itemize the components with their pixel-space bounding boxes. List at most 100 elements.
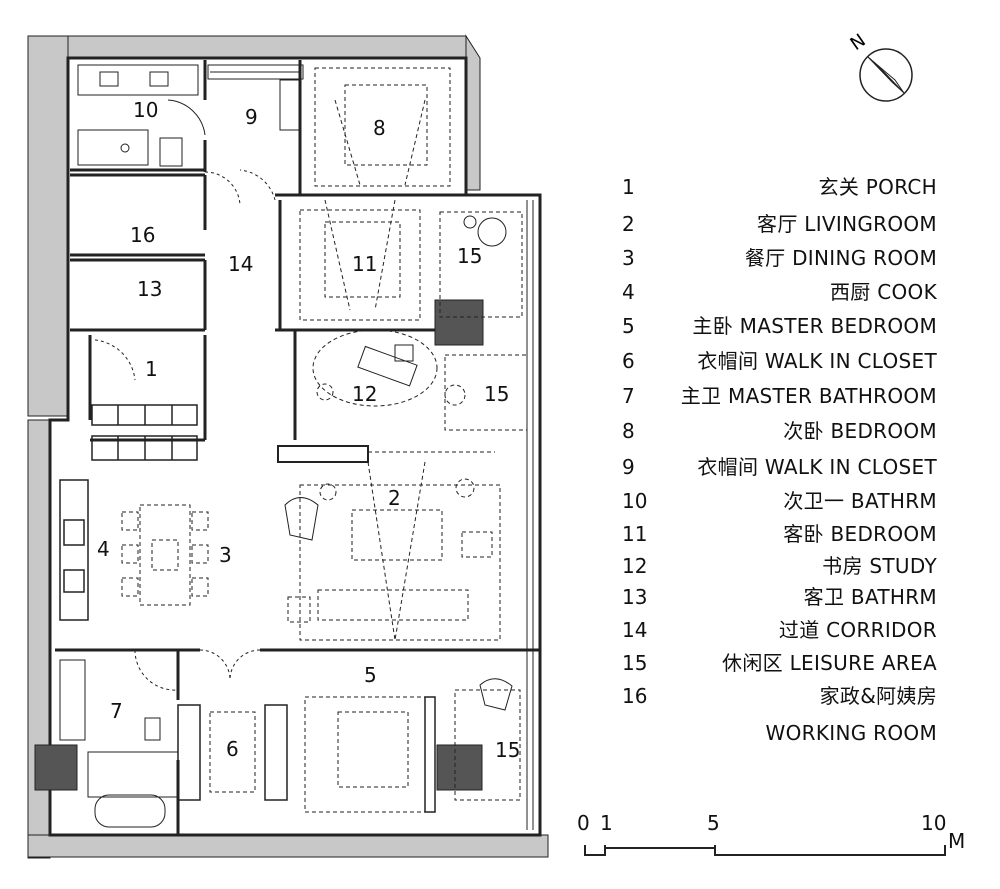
legend-number: 4 xyxy=(622,280,635,304)
porch-cabinets xyxy=(91,404,198,461)
compass-north-label: N xyxy=(847,30,870,55)
study-12-furniture xyxy=(312,329,528,431)
legend-label: 衣帽间 WALK IN CLOSET xyxy=(697,455,937,479)
legend-item: 3 餐厅 DINING ROOM xyxy=(600,243,945,273)
room-label: 8 xyxy=(373,116,386,140)
legend-item: 4 西厨 COOK xyxy=(600,277,945,307)
dining-3-table xyxy=(121,504,209,606)
legend-label: 家政&阿姨房 xyxy=(819,684,937,708)
exterior-wall-right xyxy=(465,34,481,191)
tv-cabinet xyxy=(277,445,369,463)
scale-label-0: 0 xyxy=(577,811,590,835)
legend-label: 衣帽间 WALK IN CLOSET xyxy=(697,349,937,373)
legend-label: 次卫一 BATHRM xyxy=(783,489,937,513)
legend-item: 5 主卧 MASTER BEDROOM xyxy=(600,311,945,341)
scale-label-10: 10 xyxy=(921,811,947,835)
legend-number: 7 xyxy=(622,384,635,408)
armchair xyxy=(479,678,513,711)
legend-item: 2 客厅 LIVINGROOM xyxy=(600,209,945,239)
room-label: 12 xyxy=(352,382,377,406)
legend-number: 11 xyxy=(622,522,648,546)
closet-6-shelving xyxy=(177,704,288,801)
room-label: 15 xyxy=(484,382,509,406)
legend-number: 14 xyxy=(622,618,648,642)
closet-9-shelving xyxy=(207,64,304,131)
legend-label: 主卫 MASTER BATHROOM xyxy=(680,384,937,408)
room-label: 13 xyxy=(137,277,162,301)
room-label: 4 xyxy=(97,537,110,561)
exterior-wall-bottom xyxy=(27,834,549,858)
study-desk xyxy=(357,344,418,387)
exterior-wall-left-lower xyxy=(27,419,51,859)
scale-unit: M xyxy=(948,829,966,853)
legend-number: 1 xyxy=(622,175,635,199)
column xyxy=(34,744,78,791)
room-label: 9 xyxy=(245,105,258,129)
room-label: 14 xyxy=(228,252,253,276)
legend-label: WORKING ROOM xyxy=(765,721,937,745)
legend-label: 餐厅 DINING ROOM xyxy=(744,246,937,270)
exterior-wall-left xyxy=(27,35,69,417)
legend-number: 10 xyxy=(622,489,648,513)
room-label: 10 xyxy=(133,98,158,122)
room-label: 15 xyxy=(457,244,482,268)
door-swings xyxy=(94,169,276,691)
legend-number: 15 xyxy=(622,651,648,675)
legend-number: 13 xyxy=(622,585,648,609)
legend-item: 7 主卫 MASTER BATHROOM xyxy=(600,381,945,411)
room-label: 1 xyxy=(145,357,158,381)
room-label: 2 xyxy=(388,486,401,510)
legend-item: 12 书房 STUDY xyxy=(600,551,945,581)
legend-item: 11 客卧 BEDROOM xyxy=(600,519,945,549)
bedroom-11-bed xyxy=(299,199,523,321)
scale-bar xyxy=(584,845,946,856)
master-bedroom-5-bed xyxy=(304,689,521,813)
legend-item: 6 衣帽间 WALK IN CLOSET xyxy=(600,346,945,376)
scale-label-5: 5 xyxy=(707,811,720,835)
bathroom-10-fixtures xyxy=(77,64,206,167)
legend-number: 12 xyxy=(622,554,648,578)
legend-label: 西厨 COOK xyxy=(829,280,937,304)
exterior-wall-top xyxy=(67,35,467,59)
room-label: 15 xyxy=(495,738,520,762)
room-label: 7 xyxy=(110,699,123,723)
legend-number: 6 xyxy=(622,349,635,373)
legend-label: 客卫 BATHRM xyxy=(803,585,937,609)
scale-label-1: 1 xyxy=(600,811,613,835)
legend-label: 次卧 BEDROOM xyxy=(783,419,937,443)
living-side-table xyxy=(287,596,311,623)
legend-label: 休闲区 LEISURE AREA xyxy=(722,651,937,675)
legend-item: WORKING ROOM xyxy=(600,718,945,748)
legend-item: 13 客卫 BATHRM xyxy=(600,582,945,612)
legend-item: 9 衣帽间 WALK IN CLOSET xyxy=(600,452,945,482)
room-label: 11 xyxy=(352,252,377,276)
leisure-chair-15 xyxy=(463,215,507,247)
bedroom-8-bed xyxy=(314,67,451,187)
legend-label: 玄关 PORCH xyxy=(818,175,937,199)
legend-item: 15 休闲区 LEISURE AREA xyxy=(600,648,945,678)
room-label: 6 xyxy=(226,737,239,761)
legend-label: 主卧 MASTER BEDROOM xyxy=(692,314,937,338)
legend-label: 客卧 BEDROOM xyxy=(783,522,937,546)
living-room-2-furniture xyxy=(299,461,501,641)
legend-item: 10 次卫一 BATHRM xyxy=(600,486,945,516)
legend-item: 14 过道 CORRIDOR xyxy=(600,615,945,645)
legend-label: 过道 CORRIDOR xyxy=(778,618,937,642)
legend-label: 客厅 LIVINGROOM xyxy=(757,212,937,236)
room-label: 5 xyxy=(364,663,377,687)
lounge-chair xyxy=(284,497,319,541)
legend-label: 书房 STUDY xyxy=(822,554,937,578)
column xyxy=(436,744,483,791)
legend-number: 5 xyxy=(622,314,635,338)
legend-item: 1 玄关 PORCH xyxy=(600,172,945,202)
compass xyxy=(859,48,913,102)
legend-number: 9 xyxy=(622,455,635,479)
kitchen-4-counter xyxy=(59,479,89,621)
room-label: 3 xyxy=(219,543,232,567)
legend-item: 8 次卧 BEDROOM xyxy=(600,416,945,446)
column xyxy=(434,299,484,346)
room-label: 16 xyxy=(130,223,155,247)
legend-number: 16 xyxy=(622,684,648,708)
legend-number: 8 xyxy=(622,419,635,443)
